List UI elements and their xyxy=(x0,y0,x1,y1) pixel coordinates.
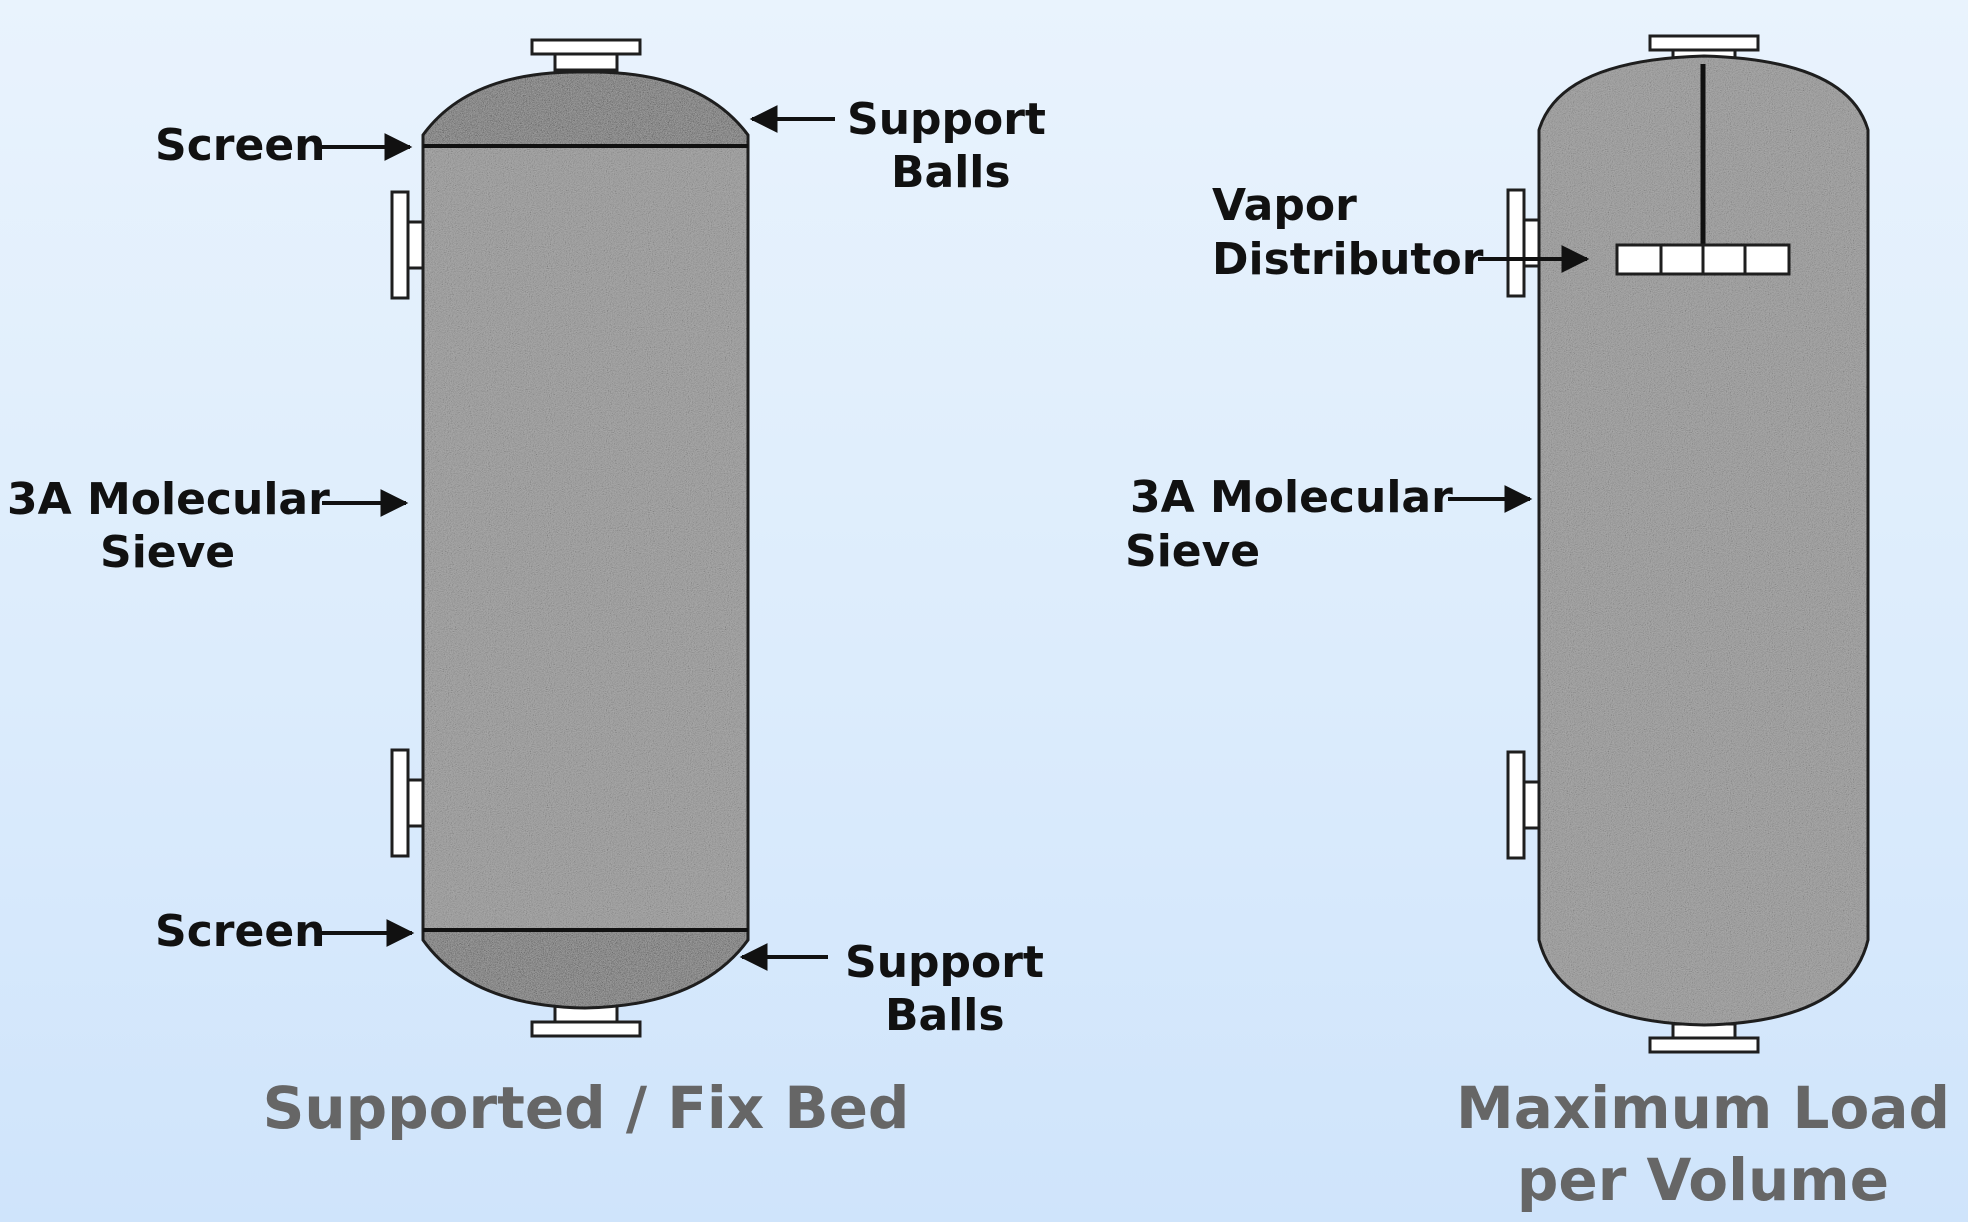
right-top-nozzle-flange xyxy=(1648,34,1760,52)
left-top-nozzle-neck xyxy=(553,52,619,72)
vapor-distributor-segment xyxy=(1659,243,1705,276)
support-balls-bottom-label-line2: Balls xyxy=(885,990,1005,1041)
right-sieve-label-line1: 3A Molecular xyxy=(1130,472,1453,523)
vapor-distributor-segment xyxy=(1743,243,1791,276)
left-bottom-nozzle-flange xyxy=(530,1020,642,1038)
left-sieve-label-line1: 3A Molecular xyxy=(7,474,330,525)
right-sieve-label-line2: Sieve xyxy=(1125,526,1260,577)
left-caption: Supported / Fix Bed xyxy=(263,1074,910,1142)
left-side-nozzle-lower-neck xyxy=(406,778,425,828)
vapor-distributor-segment xyxy=(1615,243,1663,276)
screen-top-label: Screen xyxy=(155,120,325,171)
right-bottom-nozzle-flange xyxy=(1648,1036,1760,1054)
right-vessel-outline xyxy=(1537,54,1870,1027)
right-side-nozzle-lower-neck xyxy=(1522,780,1541,830)
support-balls-top-label-line1: Support xyxy=(847,94,1046,145)
right-side-nozzle-lower xyxy=(1506,750,1526,860)
right-vessel: Vapor Distributor 3A Molecular Sieve Max… xyxy=(1125,34,1950,1214)
left-support-balls-top xyxy=(423,71,748,146)
vapor-distributor-label-line2: Distributor xyxy=(1212,234,1484,285)
left-vessel-outline xyxy=(421,70,750,1010)
vapor-distributor-segment xyxy=(1701,243,1747,276)
left-support-balls-bottom xyxy=(423,930,748,1008)
left-sieve-texture xyxy=(423,71,748,1008)
left-vessel: Screen Support Balls 3A Molecular Sieve … xyxy=(7,38,1046,1142)
left-top-nozzle-flange xyxy=(530,38,642,56)
vapor-distributor-label-line1: Vapor xyxy=(1212,180,1357,231)
vapor-distributor xyxy=(1615,243,1791,276)
left-side-nozzle-upper-neck xyxy=(406,220,425,270)
left-side-nozzle-lower xyxy=(390,748,410,858)
support-balls-bottom-label-line1: Support xyxy=(845,937,1044,988)
left-sieve-label-line2: Sieve xyxy=(100,527,235,578)
right-caption-line1: Maximum Load xyxy=(1456,1074,1950,1142)
support-balls-top-label-line2: Balls xyxy=(891,147,1011,198)
right-side-nozzle-upper xyxy=(1506,188,1526,298)
screen-bottom-label: Screen xyxy=(155,906,325,957)
right-caption-line2: per Volume xyxy=(1517,1146,1889,1214)
left-side-nozzle-upper xyxy=(390,190,410,300)
